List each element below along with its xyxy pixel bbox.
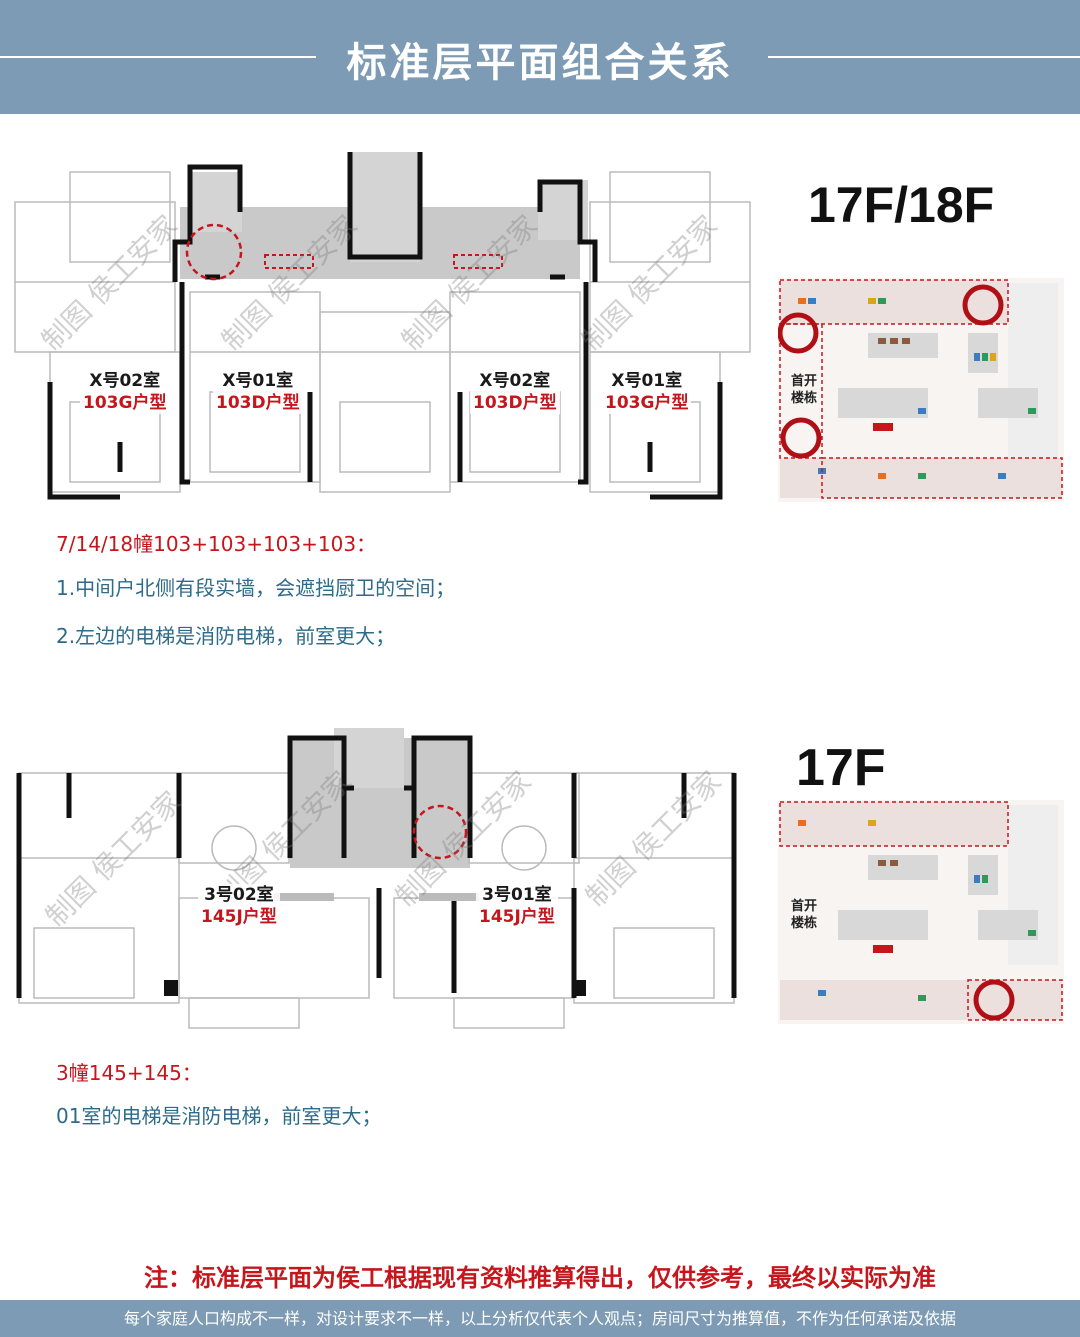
page-header: 标准层平面组合关系	[0, 0, 1080, 114]
unit-type: 145J户型	[201, 907, 277, 927]
unit-label: X号02室 103D户型	[470, 370, 560, 414]
unit-type: 103G户型	[605, 393, 689, 413]
unit-label: 3号01室 145J户型	[476, 884, 558, 928]
unit-room: X号02室	[89, 371, 161, 391]
unit-type: 103D户型	[216, 393, 300, 413]
unit-type: 103G户型	[83, 393, 167, 413]
disclaimer: 注：标准层平面为侯工根据现有资料推算得出，仅供参考，最终以实际为准	[144, 1264, 936, 1292]
unit-room: X号02室	[479, 371, 551, 391]
header-rule-left	[0, 56, 316, 58]
unit-room: 3号02室	[204, 885, 274, 905]
note-line: 2.左边的电梯是消防电梯，前室更大；	[56, 624, 396, 648]
unit-room: 3号01室	[482, 885, 552, 905]
unit-type: 145J户型	[479, 907, 555, 927]
unit-label: X号01室 103G户型	[602, 370, 692, 414]
floor-label: 17F/18F	[808, 177, 995, 233]
unit-label: X号02室 103G户型	[80, 370, 170, 414]
floor-plan-2: 制图 侯工安家 制图 侯工安家 制图 侯工安家 制图 侯工安家 3号02室 14…	[14, 728, 742, 1038]
footer: 每个家庭人口构成不一样，对设计要求不一样，以上分析仅代表个人观点；房间尺寸为推算…	[0, 1300, 1080, 1337]
unit-room: X号01室	[222, 371, 294, 391]
floor-plan-1: 制图 侯工安家 制图 侯工安家 制图 侯工安家 制图 侯工安家 X号02室 10…	[10, 152, 760, 514]
site-label: 首开 楼栋	[791, 374, 818, 406]
note-line: 1.中间户北侧有段实墙，会遮挡厨卫的空间；	[56, 576, 456, 600]
unit-type: 103D户型	[473, 393, 557, 413]
page-title: 标准层平面组合关系	[346, 40, 734, 86]
header-rule-right	[768, 56, 1080, 58]
note-title: 3幢145+145：	[56, 1061, 202, 1085]
site-map-2: 首开 楼栋	[778, 800, 1064, 1024]
note-line: 01室的电梯是消防电梯，前室更大；	[56, 1104, 382, 1128]
unit-label: 3号02室 145J户型	[198, 884, 280, 928]
site-map-1: 首开 楼栋	[777, 278, 1064, 502]
site-label: 首开 楼栋	[791, 899, 818, 931]
floor-label: 17F	[796, 739, 886, 797]
unit-label: X号01室 103D户型	[213, 370, 303, 414]
note-title: 7/14/18幢103+103+103+103：	[56, 532, 377, 556]
unit-room: X号01室	[611, 371, 683, 391]
